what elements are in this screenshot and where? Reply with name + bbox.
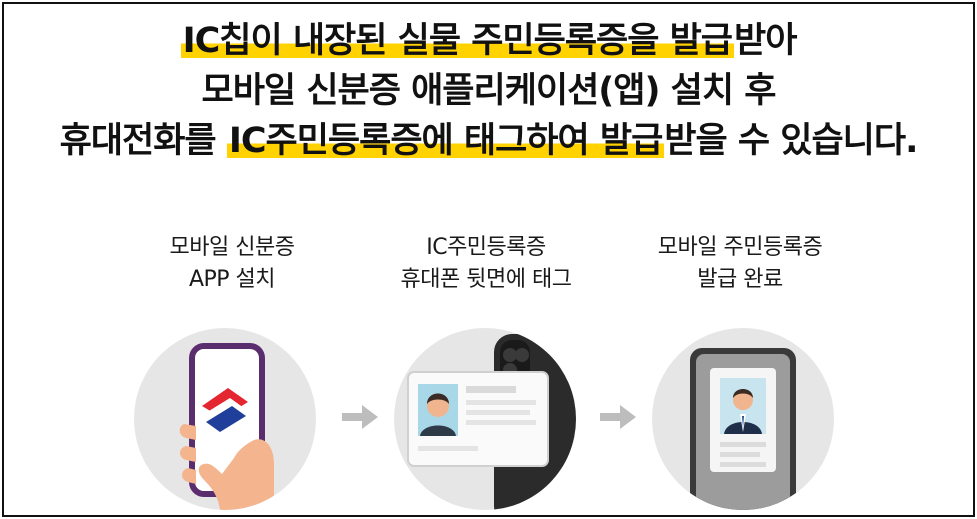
headline-line-1: IC칩이 내장된 실물 주민등록증을 발급받아 xyxy=(4,16,973,66)
arrow-right-icon xyxy=(600,405,636,429)
step-3-label-line-2: 발급 완료 xyxy=(697,267,783,292)
step-tag-id-card: IC주민등록증 휴대폰 뒷면에 태그 xyxy=(356,232,616,296)
headline-highlight-1: IC칩이 내장된 실물 주민등록증을 발급 xyxy=(180,21,735,61)
id-card-tag-icon xyxy=(394,328,576,510)
phone-in-hand-icon xyxy=(134,328,316,510)
step-2-label-line-1: IC주민등록증 xyxy=(426,235,546,260)
step-1-label-line-2: APP 설치 xyxy=(188,267,276,292)
arrow-right-icon xyxy=(342,405,378,429)
step-3-label-line-1: 모바일 주민등록증 xyxy=(657,235,823,260)
headline-line-3-after: 받을 수 있습니다. xyxy=(664,121,918,161)
step-install-app: 모바일 신분증 APP 설치 xyxy=(102,232,362,296)
step-issue-complete: 모바일 주민등록증 발급 완료 xyxy=(610,232,870,296)
headline: IC칩이 내장된 실물 주민등록증을 발급받아 모바일 신분증 애플리케이션(앱… xyxy=(4,16,973,166)
step-2-label-line-2: 휴대폰 뒷면에 태그 xyxy=(400,267,572,292)
headline-highlight-2: IC주민등록증에 태그하여 발급 xyxy=(226,121,665,161)
steps-row: 모바일 신분증 APP 설치 IC주민등록증 휴대폰 뒷 xyxy=(4,232,973,515)
headline-line-3-before: 휴대전화를 xyxy=(59,121,227,161)
mobile-id-issued-icon xyxy=(652,328,834,510)
headline-line-3: 휴대전화를 IC주민등록증에 태그하여 발급받을 수 있습니다. xyxy=(4,116,973,166)
step-1-label-line-1: 모바일 신분증 xyxy=(169,235,295,260)
headline-line-1-rest: 받아 xyxy=(734,21,797,61)
headline-line-2: 모바일 신분증 애플리케이션(앱) 설치 후 xyxy=(201,71,777,111)
